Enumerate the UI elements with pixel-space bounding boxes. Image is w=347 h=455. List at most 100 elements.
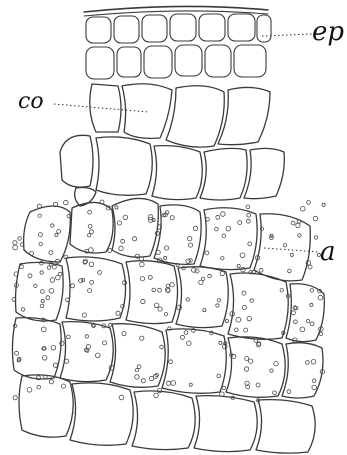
- granule: [152, 288, 156, 292]
- granule: [46, 296, 50, 300]
- granule: [40, 304, 44, 308]
- granule: [164, 313, 167, 316]
- granule: [242, 291, 246, 295]
- granule: [122, 332, 126, 336]
- granule: [49, 251, 53, 255]
- granule: [27, 387, 32, 392]
- granule: [170, 216, 174, 220]
- granule: [310, 289, 313, 292]
- granule: [61, 384, 65, 388]
- granule: [140, 277, 144, 281]
- granule: [154, 303, 159, 308]
- granule: [288, 269, 292, 273]
- granule: [135, 375, 139, 379]
- granule: [13, 241, 17, 245]
- granule: [298, 234, 301, 237]
- granule: [141, 299, 145, 303]
- granule: [199, 280, 203, 284]
- granule: [39, 242, 42, 245]
- granule: [217, 299, 220, 302]
- granule: [235, 328, 239, 332]
- granule: [165, 246, 169, 250]
- granule: [319, 332, 322, 335]
- granule: [164, 256, 167, 259]
- granule: [310, 303, 313, 306]
- granule: [322, 203, 325, 206]
- assimilating-leader-line: [264, 248, 320, 252]
- granule: [88, 234, 91, 237]
- granule: [314, 236, 317, 239]
- granule: [82, 313, 86, 317]
- granule: [123, 215, 128, 220]
- granule: [171, 381, 176, 386]
- chloroplast-granules: [12, 200, 325, 402]
- granule: [318, 295, 323, 300]
- granule: [50, 278, 55, 283]
- granule: [287, 390, 291, 394]
- granule: [236, 317, 241, 322]
- granule: [270, 369, 273, 372]
- collenchyma-leader-line: [54, 104, 148, 112]
- granule: [296, 223, 300, 227]
- granule: [202, 277, 205, 280]
- granule: [244, 328, 248, 332]
- granule: [88, 210, 92, 214]
- granule: [169, 360, 173, 364]
- granule: [203, 309, 206, 312]
- granule: [49, 288, 54, 293]
- granule: [245, 357, 249, 361]
- granule: [41, 290, 45, 294]
- granule: [40, 271, 43, 274]
- granule: [193, 226, 197, 230]
- granule: [247, 219, 251, 223]
- granule: [140, 336, 144, 340]
- granule: [220, 271, 224, 275]
- granule: [15, 351, 19, 355]
- granule: [280, 289, 283, 292]
- label-co: co: [18, 89, 44, 114]
- granule: [13, 245, 18, 250]
- granule: [64, 200, 69, 205]
- granule: [170, 283, 174, 287]
- granule: [290, 253, 293, 256]
- granule: [96, 353, 101, 358]
- granule: [82, 278, 85, 281]
- granule: [38, 214, 41, 217]
- granule: [221, 257, 224, 260]
- granule: [240, 253, 245, 258]
- granule: [34, 284, 37, 287]
- granule: [89, 248, 94, 253]
- granule: [312, 385, 317, 390]
- granule: [248, 242, 252, 246]
- granule: [98, 271, 102, 275]
- granule: [306, 319, 309, 322]
- label-ep: ep: [312, 17, 344, 47]
- granule: [88, 289, 92, 293]
- granule: [301, 206, 306, 211]
- granule: [270, 236, 274, 240]
- granule: [18, 237, 22, 241]
- granule: [167, 381, 171, 385]
- assimilating-tissue-layer: [12, 198, 324, 453]
- granule: [52, 265, 56, 269]
- granule: [47, 266, 50, 269]
- granule: [89, 230, 93, 234]
- granule: [184, 331, 188, 335]
- granule: [249, 359, 253, 363]
- granule: [216, 215, 220, 219]
- granule: [294, 320, 298, 324]
- granule: [237, 264, 240, 267]
- granule: [160, 345, 164, 349]
- granule: [37, 204, 41, 208]
- granule: [186, 298, 189, 301]
- granule: [30, 251, 34, 255]
- granule: [28, 274, 32, 278]
- granule: [51, 224, 54, 227]
- granule: [274, 362, 278, 366]
- granule: [137, 365, 141, 369]
- epidermis-leader-line: [262, 34, 312, 36]
- granule: [186, 259, 190, 263]
- granule: [158, 288, 162, 292]
- granule: [49, 380, 53, 384]
- granule: [88, 225, 92, 229]
